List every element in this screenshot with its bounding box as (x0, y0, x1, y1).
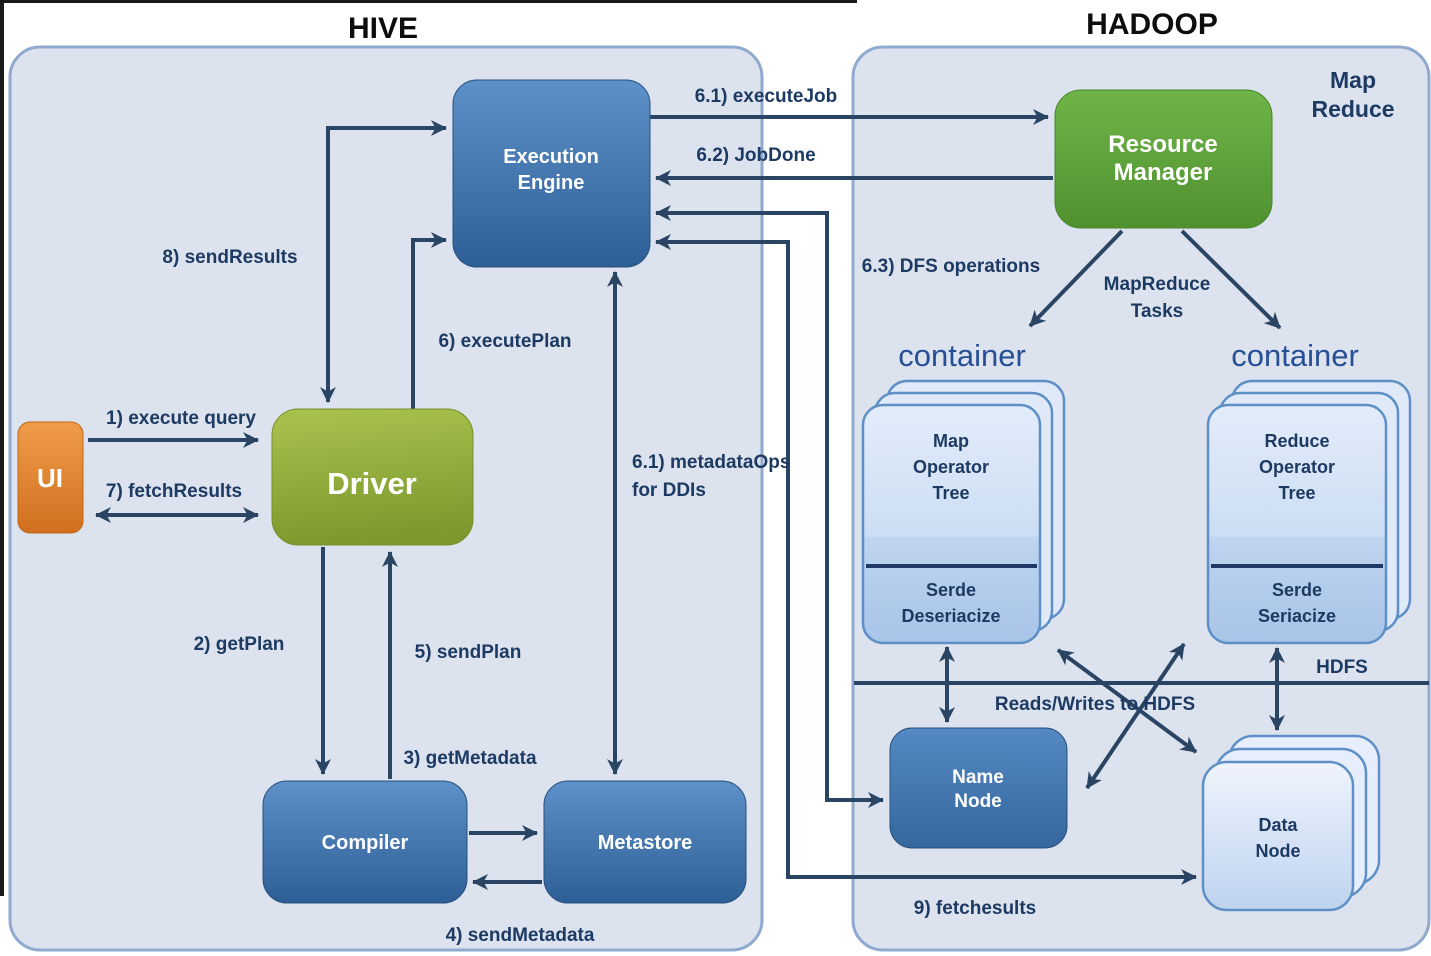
serde-serialize-line1: Serde (1272, 580, 1322, 600)
label-send-metadata: 4) sendMetadata (446, 925, 595, 946)
resource-manager-node: Resource Manager (1054, 89, 1273, 229)
data-node-label-line1: Data (1258, 815, 1298, 835)
label-send-plan: 5) sendPlan (415, 642, 522, 663)
name-node-label-line1: Name (952, 767, 1004, 788)
data-node-label-line2: Node (1256, 841, 1301, 861)
edge-cross-reduce-namenode (1085, 642, 1186, 790)
driver-label: Driver (327, 466, 417, 501)
ui-node: UI (17, 421, 84, 534)
label-execute-plan: 6) executePlan (438, 331, 571, 352)
map-operator-tree-line3: Tree (932, 483, 969, 503)
name-node: Name Node (889, 727, 1068, 849)
map-operator-tree-line2: Operator (913, 457, 989, 477)
data-node-stack: Data Node (1201, 734, 1381, 912)
hadoop-title: HADOOP (1086, 8, 1218, 41)
label-execute-job: 6.1) executeJob (695, 86, 838, 107)
compiler-node: Compiler (262, 780, 468, 904)
label-fetch-esults: 9) fetchesults (914, 898, 1036, 919)
serde-deserialize-line2: Deseriacize (901, 606, 1000, 626)
reduce-container-stack: Reduce Operator Tree Serde Seriacize (1206, 379, 1412, 645)
compiler-label: Compiler (322, 832, 409, 854)
map-operator-tree-line1: Map (933, 431, 969, 451)
ui-label: UI (37, 463, 63, 493)
execution-engine-node: Execution Engine (452, 79, 651, 268)
resource-manager-label-line2: Manager (1114, 159, 1213, 186)
map-reduce-corner-label-line2: Reduce (1311, 96, 1394, 122)
label-send-results: 8) sendResults (162, 247, 297, 268)
label-metadata-ops-line2: for DDIs (632, 480, 706, 501)
metastore-node: Metastore (543, 780, 747, 904)
edge-mapreduce-task-left (1028, 229, 1124, 328)
label-reads-writes-hdfs: Reads/Writes to HDFS (995, 694, 1195, 715)
serde-deserialize-line1: Serde (926, 580, 976, 600)
label-fetch-results: 7) fetchResults (106, 481, 242, 502)
label-get-plan: 2) getPlan (194, 634, 285, 655)
reduce-operator-tree-line2: Operator (1259, 457, 1335, 477)
hive-title: HIVE (348, 12, 418, 45)
serde-serialize-line2: Seriacize (1258, 606, 1336, 626)
edge-mapreduce-task-right (1180, 229, 1282, 330)
edge-execute-plan (411, 232, 447, 409)
map-container-stack: Map Operator Tree Serde Deseriacize (861, 379, 1066, 645)
label-dfs-operations: 6.3) DFS operations (862, 256, 1040, 277)
container-right-title: container (1231, 338, 1359, 373)
left-border-line (0, 0, 4, 896)
execution-engine-label-line1: Execution (503, 146, 599, 168)
label-execute-query: 1) execute query (106, 408, 256, 429)
label-job-done: 6.2) JobDone (696, 145, 815, 166)
top-border-line (0, 0, 857, 3)
label-hdfs: HDFS (1316, 657, 1368, 678)
edge-fetch-esults (655, 234, 1197, 885)
label-get-metadata: 3) getMetadata (403, 748, 536, 769)
driver-node: Driver (271, 408, 474, 546)
metastore-label: Metastore (598, 832, 692, 854)
reduce-operator-tree-line3: Tree (1278, 483, 1315, 503)
name-node-label-line2: Node (954, 791, 1002, 812)
map-reduce-corner-label-line1: Map (1330, 67, 1376, 93)
edge-send-results (320, 120, 447, 403)
label-metadata-ops-line1: 6.1) metadataOps (632, 452, 790, 473)
label-mapreduce-tasks-line1: MapReduce (1104, 274, 1211, 295)
execution-engine-label-line2: Engine (518, 172, 585, 194)
container-left-title: container (898, 338, 1026, 373)
reduce-operator-tree-line1: Reduce (1264, 431, 1329, 451)
resource-manager-label-line1: Resource (1108, 131, 1217, 158)
label-mapreduce-tasks-line2: Tasks (1131, 301, 1183, 322)
